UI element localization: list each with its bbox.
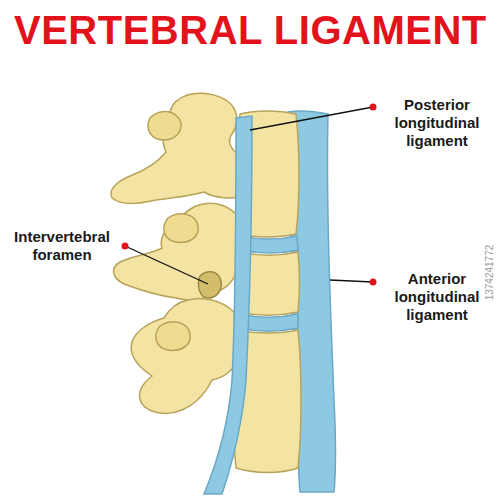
callout-dots	[122, 104, 377, 286]
callout-dot	[122, 243, 129, 250]
articular-process	[164, 214, 198, 243]
leader-lines	[125, 107, 373, 284]
foramen-label: Intervertebral foramen	[4, 228, 120, 264]
title: VERTEBRAL LIGAMENT	[14, 8, 487, 53]
leader-line	[250, 107, 373, 130]
foramen-hole	[198, 272, 221, 298]
posterior-arch	[131, 299, 238, 414]
articular-process	[148, 111, 181, 140]
ligament-label: Posterior longitudinal ligament	[380, 96, 494, 150]
ligament-label: Anterior longitudinal ligament	[380, 270, 494, 324]
leader-line	[125, 246, 208, 284]
posterior-ligament-band	[204, 116, 252, 494]
leader-line	[330, 280, 373, 282]
vertebrae	[111, 93, 336, 494]
articular-process	[156, 322, 190, 351]
posterior-arch	[114, 203, 240, 300]
posterior-arch	[111, 93, 246, 203]
callout-dot	[370, 279, 377, 286]
callout-dot	[370, 104, 377, 111]
watermark-number: 1374241772	[484, 245, 495, 301]
